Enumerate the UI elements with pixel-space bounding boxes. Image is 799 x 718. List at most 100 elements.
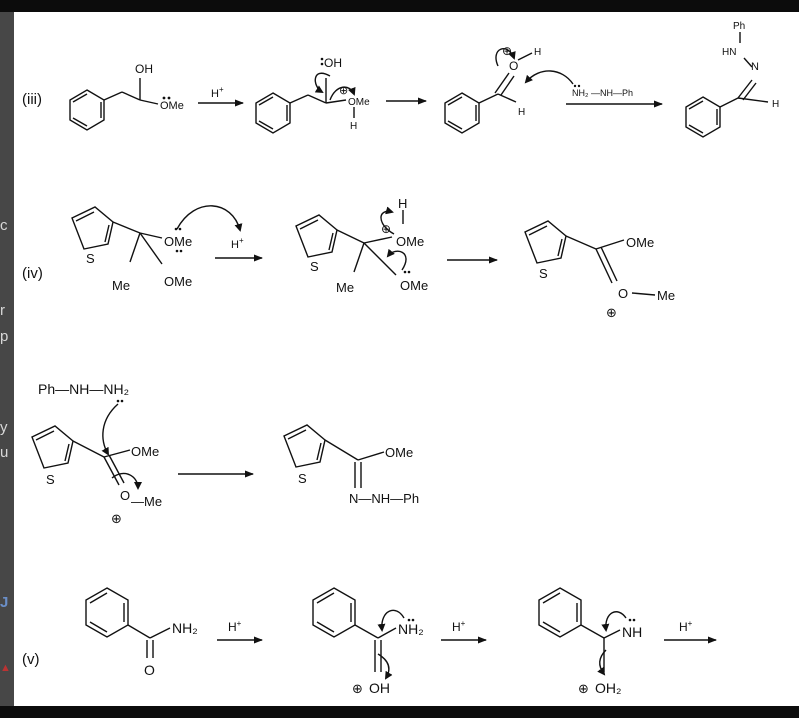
thiophene-ring <box>295 214 338 258</box>
bond <box>565 235 597 250</box>
bond <box>580 624 605 639</box>
double-bond <box>595 248 613 284</box>
bond <box>363 242 397 276</box>
curved-arrow <box>386 248 407 271</box>
thiophene-ring <box>283 424 326 468</box>
atom-label: O <box>120 488 130 503</box>
section-iv <box>71 205 656 296</box>
atom-label: S <box>46 472 55 487</box>
atom-label: H <box>398 196 407 211</box>
thiophene-ring <box>524 220 567 264</box>
atom-label: OH <box>369 680 390 696</box>
thiophene-ring <box>31 425 74 469</box>
bond <box>129 232 141 263</box>
edge-fragment: r <box>0 302 5 319</box>
bond <box>139 232 163 239</box>
atom-label: OMe <box>131 444 159 459</box>
atom-label: NH₂ <box>172 620 198 636</box>
edge-fragment: y <box>0 419 8 436</box>
curved-arrow <box>597 649 607 676</box>
bond <box>743 57 753 68</box>
atom-label: H <box>772 99 779 110</box>
bond <box>149 627 171 639</box>
atom-label: S <box>298 471 307 486</box>
mechanism-document: (iii) OH OMe H+ OH ⊕ OMe H ⊕ O H H NH₂ —… <box>14 12 799 706</box>
charge-symbol: ⊕ <box>352 681 363 696</box>
bond <box>737 97 769 103</box>
atom-label: OH <box>135 62 153 76</box>
edge-fragment: c <box>0 217 8 234</box>
charge-symbol: ⊕ <box>606 305 617 320</box>
bond <box>325 99 347 104</box>
atom-label: O <box>144 662 155 678</box>
atom-label: O <box>509 59 518 73</box>
edge-fragment: p <box>0 328 9 345</box>
atom-label: OMe <box>160 100 184 112</box>
bond <box>103 91 123 101</box>
bond <box>377 627 397 639</box>
bond <box>595 239 625 250</box>
reagent-label: Ph—NH—NH₂ <box>38 381 129 397</box>
curved-arrow <box>377 609 405 632</box>
bond <box>72 440 105 458</box>
section-label-v: (v) <box>22 651 40 668</box>
atom-label: S <box>310 259 319 274</box>
curved-arrow <box>377 653 393 680</box>
section-label-iii: (iii) <box>22 91 42 108</box>
reagent-label: H+ <box>679 619 693 634</box>
atom-label: OMe <box>626 235 654 250</box>
atom-label: —Me <box>131 494 162 509</box>
double-bond <box>600 246 618 282</box>
curved-arrow <box>101 403 119 456</box>
bond <box>103 449 131 458</box>
edge-fragment: u <box>0 444 9 461</box>
curved-arrow <box>601 611 627 632</box>
section-v <box>85 587 717 680</box>
edge-fragment: J <box>0 594 9 611</box>
reagent-label: H+ <box>228 619 242 634</box>
curved-arrow <box>329 86 356 101</box>
charge-symbol: ⊕ <box>339 85 348 97</box>
bond <box>139 232 163 265</box>
bond <box>289 94 309 104</box>
atom-label: H <box>518 107 525 118</box>
bond <box>497 93 517 103</box>
charge-symbol: ⊕ <box>381 222 391 236</box>
atom-label: HN <box>722 47 736 58</box>
bond <box>517 52 533 61</box>
atom-label: OH₂ <box>595 680 621 696</box>
benzene-ring <box>444 92 480 134</box>
bond <box>363 236 393 244</box>
atom-label: Me <box>112 278 130 293</box>
charge-symbol: ⊕ <box>578 681 589 696</box>
atom-label: N—NH—Ph <box>349 491 419 506</box>
reagent-label: H+ <box>452 619 466 634</box>
atom-label: OMe <box>400 278 428 293</box>
double-bond <box>108 454 125 484</box>
double-bond <box>742 82 757 101</box>
bond <box>603 629 621 639</box>
reagent-label: H+ <box>231 236 244 251</box>
benzene-ring <box>85 587 129 638</box>
atom-label: H <box>534 47 541 58</box>
curved-arrow <box>524 70 574 85</box>
lone-pair-dots <box>116 57 636 622</box>
curved-arrow <box>380 206 395 235</box>
benzene-ring <box>255 92 291 134</box>
atom-label: OMe <box>385 445 413 460</box>
bond <box>336 229 365 244</box>
background-document-edge: c r p y u J ▲ <box>0 12 14 706</box>
atom-label: OMe <box>348 97 370 108</box>
atom-label: Ph <box>733 21 745 32</box>
curved-arrow <box>176 205 243 232</box>
atom-label: O <box>618 286 628 301</box>
benzene-ring <box>312 587 356 638</box>
bond <box>127 624 151 639</box>
section-label-iv: (iv) <box>22 265 43 282</box>
benzene-ring <box>685 96 721 138</box>
thiophene-ring <box>71 206 114 250</box>
atom-label: S <box>86 251 95 266</box>
atom-label: OH <box>324 56 342 70</box>
bond <box>354 624 379 639</box>
